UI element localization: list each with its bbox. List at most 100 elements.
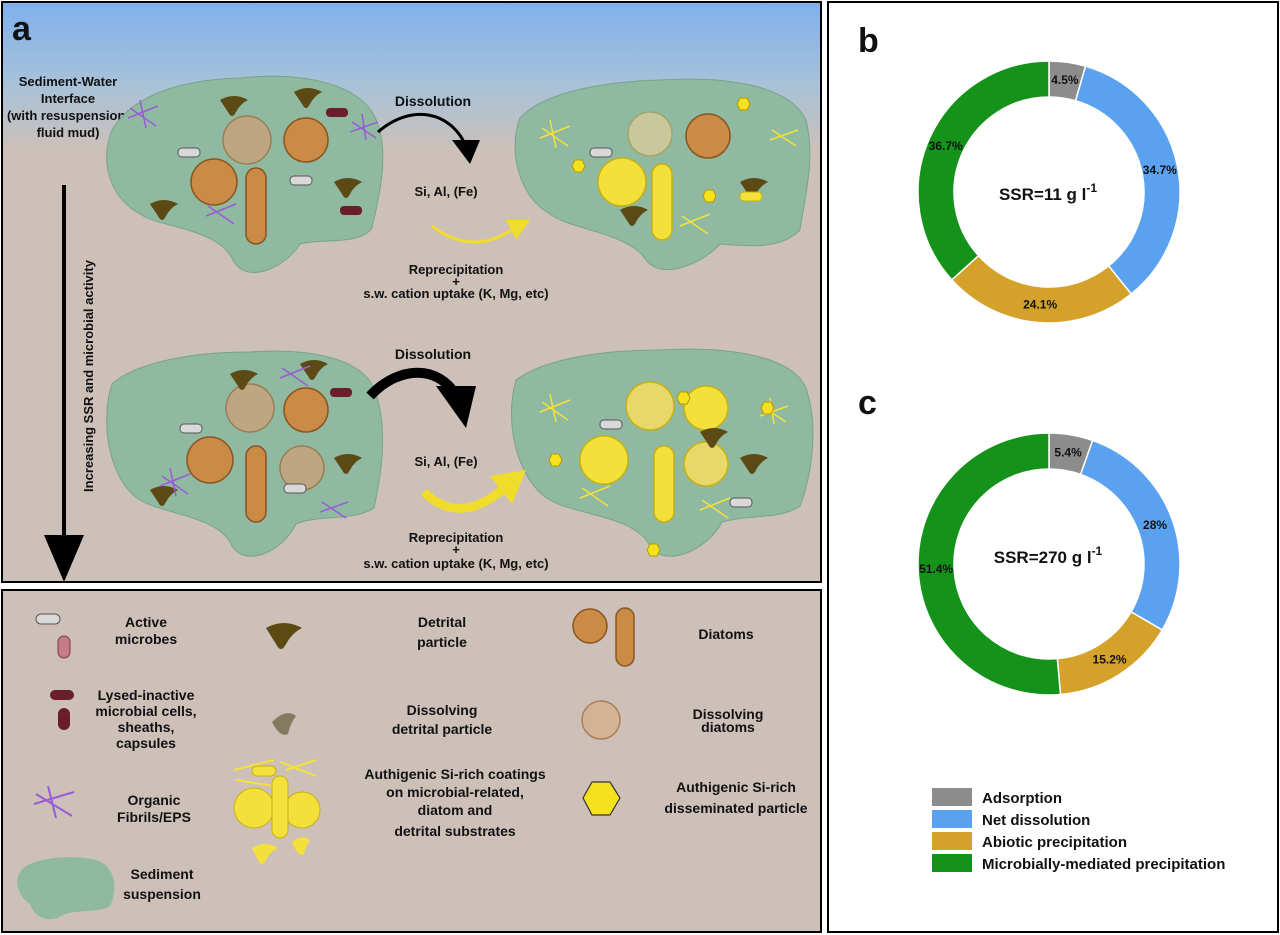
legend-label-abiotic: Abiotic precipitation (982, 834, 1127, 851)
svg-text:microbes: microbes (115, 631, 177, 647)
svg-text:s.w. cation uptake (K, Mg, etc: s.w. cation uptake (K, Mg, etc) (363, 556, 548, 571)
legend-swatch-abiotic (932, 832, 972, 850)
donut-b-label-microbial-precipitation: 36.7% (929, 139, 963, 153)
dissolution-arrow-top (377, 112, 468, 147)
active-microbe-icon (35, 613, 71, 659)
reprecipitation-arrow-bottom (420, 484, 508, 513)
elements-label-top: Si, Al, (Fe) (414, 184, 477, 199)
svg-text:Reprecipitation: Reprecipitation (409, 262, 504, 277)
dissolving-diatom-icon (581, 700, 621, 740)
svg-text:Dissolving: Dissolving (407, 702, 478, 718)
dissolution-label-top: Dissolution (395, 93, 471, 109)
fibrils-icon (33, 785, 75, 819)
legend: Adsorption Net dissolution Abiotic preci… (932, 788, 1225, 873)
detrital-label: Detrital particle (417, 614, 467, 650)
svg-text:detrital substrates: detrital substrates (394, 823, 516, 839)
coatings-label: Authigenic Si-rich coatings on microbial… (364, 766, 545, 839)
svg-text:disseminated particle: disseminated particle (664, 800, 807, 816)
diatom-cluster-top-right (597, 111, 731, 241)
svg-text:Active: Active (125, 614, 167, 630)
donut-c-label-net-dissolution: 28% (1143, 518, 1167, 532)
key-panel: Active microbes Lysed-inactive microbial… (1, 589, 822, 933)
svg-text:diatoms: diatoms (701, 719, 755, 735)
svg-text:Sediment: Sediment (130, 866, 193, 882)
svg-text:diatom and: diatom and (418, 802, 493, 818)
diatom-cluster-bottom-left (186, 383, 329, 523)
svg-text:+: + (452, 274, 460, 289)
legend-label-adsorption: Adsorption (982, 790, 1062, 807)
svg-text:Reprecipitation: Reprecipitation (409, 530, 504, 545)
microbes (177, 108, 763, 508)
dissolving-detrital-label: Dissolving detrital particle (392, 702, 493, 737)
svg-text:Authigenic Si-rich: Authigenic Si-rich (676, 779, 796, 795)
svg-text:s.w. cation uptake (K, Mg, etc: s.w. cation uptake (K, Mg, etc) (363, 286, 548, 301)
vertical-label: Increasing SSR and microbial activity (81, 259, 96, 492)
lysed-label: Lysed-inactive microbial cells, sheaths,… (95, 687, 196, 751)
donut-c-label-abiotic-precipitation: 15.2% (1093, 652, 1127, 666)
detrital-particle-icon (266, 623, 302, 649)
panel-c-letter: c (858, 384, 877, 422)
sediment-suspension-icon (17, 857, 115, 920)
svg-text:+: + (452, 542, 460, 557)
svg-text:microbial cells,: microbial cells, (95, 703, 196, 719)
reprecipitation-text-top: Reprecipitation + s.w. cation uptake (K,… (363, 262, 548, 301)
authigenic-coatings-icon (233, 759, 321, 864)
organic-fibrils (127, 99, 379, 519)
donut-b-center-label: SSR=11 g l-1 (999, 181, 1097, 204)
donut-c-label-adsorption: 5.4% (1054, 446, 1082, 460)
svg-text:sheaths,: sheaths, (118, 719, 175, 735)
donut-c-center-label: SSR=270 g l-1 (994, 544, 1103, 567)
diatom-cluster-top-left (190, 115, 329, 245)
svg-text:Authigenic Si-rich coatings: Authigenic Si-rich coatings (364, 766, 545, 782)
donut-c-slice-microbial-precipitation (917, 432, 1062, 696)
lysed-cell-icon (50, 690, 74, 730)
dissolving-detrital-icon (272, 713, 296, 735)
svg-text:Lysed-inactive: Lysed-inactive (98, 687, 195, 703)
panel-b-letter: b (858, 22, 879, 60)
donut-chart-c: 5.4% 28% 15.2% 51.4% (917, 432, 1181, 696)
svg-text:Sediment-Water: Sediment-Water (19, 74, 117, 89)
donut-b-label-net-dissolution: 34.7% (1143, 163, 1177, 177)
donut-chart-b: 4.5% 34.7% 24.1% 36.7% (917, 60, 1181, 324)
svg-text:particle: particle (417, 634, 467, 650)
elements-label-bottom: Si, Al, (Fe) (414, 454, 477, 469)
svg-text:(with resuspension/: (with resuspension/ (7, 108, 129, 123)
svg-text:suspension: suspension (123, 886, 201, 902)
svg-text:Organic: Organic (128, 792, 181, 808)
increase-arrow (44, 185, 84, 582)
active-microbes-label: Active microbes (115, 614, 177, 647)
donut-b-label-abiotic-precipitation: 24.1% (1023, 298, 1057, 312)
svg-text:Dissolving: Dissolving (693, 706, 764, 722)
svg-text:Interface: Interface (41, 91, 95, 106)
fibrils-label: Organic Fibrils/EPS (117, 792, 191, 825)
donut-b-label-adsorption: 4.5% (1051, 73, 1079, 87)
reprecipitation-text-bottom: Reprecipitation + s.w. cation uptake (K,… (363, 530, 548, 571)
suspension-label: Sediment suspension (123, 866, 201, 902)
reprecipitation-arrow-top (431, 224, 515, 244)
detrital-particles (150, 88, 768, 506)
dissolving-diatoms-label: Dissolving diatoms (693, 706, 764, 735)
panel-a: a Sediment-Water Interface (with resuspe… (1, 1, 822, 583)
legend-swatch-adsorption (932, 788, 972, 806)
disseminated-label: Authigenic Si-rich disseminated particle (664, 779, 807, 816)
panel-a-letter: a (12, 10, 32, 48)
legend-swatch-net-dissolution (932, 810, 972, 828)
si-particles (548, 97, 775, 557)
diatom-icon (572, 607, 635, 667)
svg-text:Detrital: Detrital (418, 614, 466, 630)
interface-label: Sediment-Water Interface (with resuspens… (7, 74, 129, 140)
right-panel: b c 4.5% 34.7% 24.1% 36.7% 5.4% 28% 15.2% 51.4… (827, 1, 1279, 933)
svg-text:detrital particle: detrital particle (392, 721, 493, 737)
donut-c-label-microbial-precipitation: 51.4% (919, 562, 953, 576)
diatom-cluster-bottom-right (579, 381, 729, 523)
svg-text:Fibrils/EPS: Fibrils/EPS (117, 809, 191, 825)
legend-label-net-dissolution: Net dissolution (982, 812, 1090, 829)
dissolution-label-bottom: Dissolution (395, 346, 471, 362)
svg-text:capsules: capsules (116, 735, 176, 751)
legend-swatch-microbial (932, 854, 972, 872)
si-hexagon-icon (582, 781, 621, 816)
diatoms-label: Diatoms (698, 626, 753, 642)
donut-b-slice-microbial-precipitation (917, 60, 1050, 281)
svg-text:fluid mud): fluid mud) (37, 125, 100, 140)
